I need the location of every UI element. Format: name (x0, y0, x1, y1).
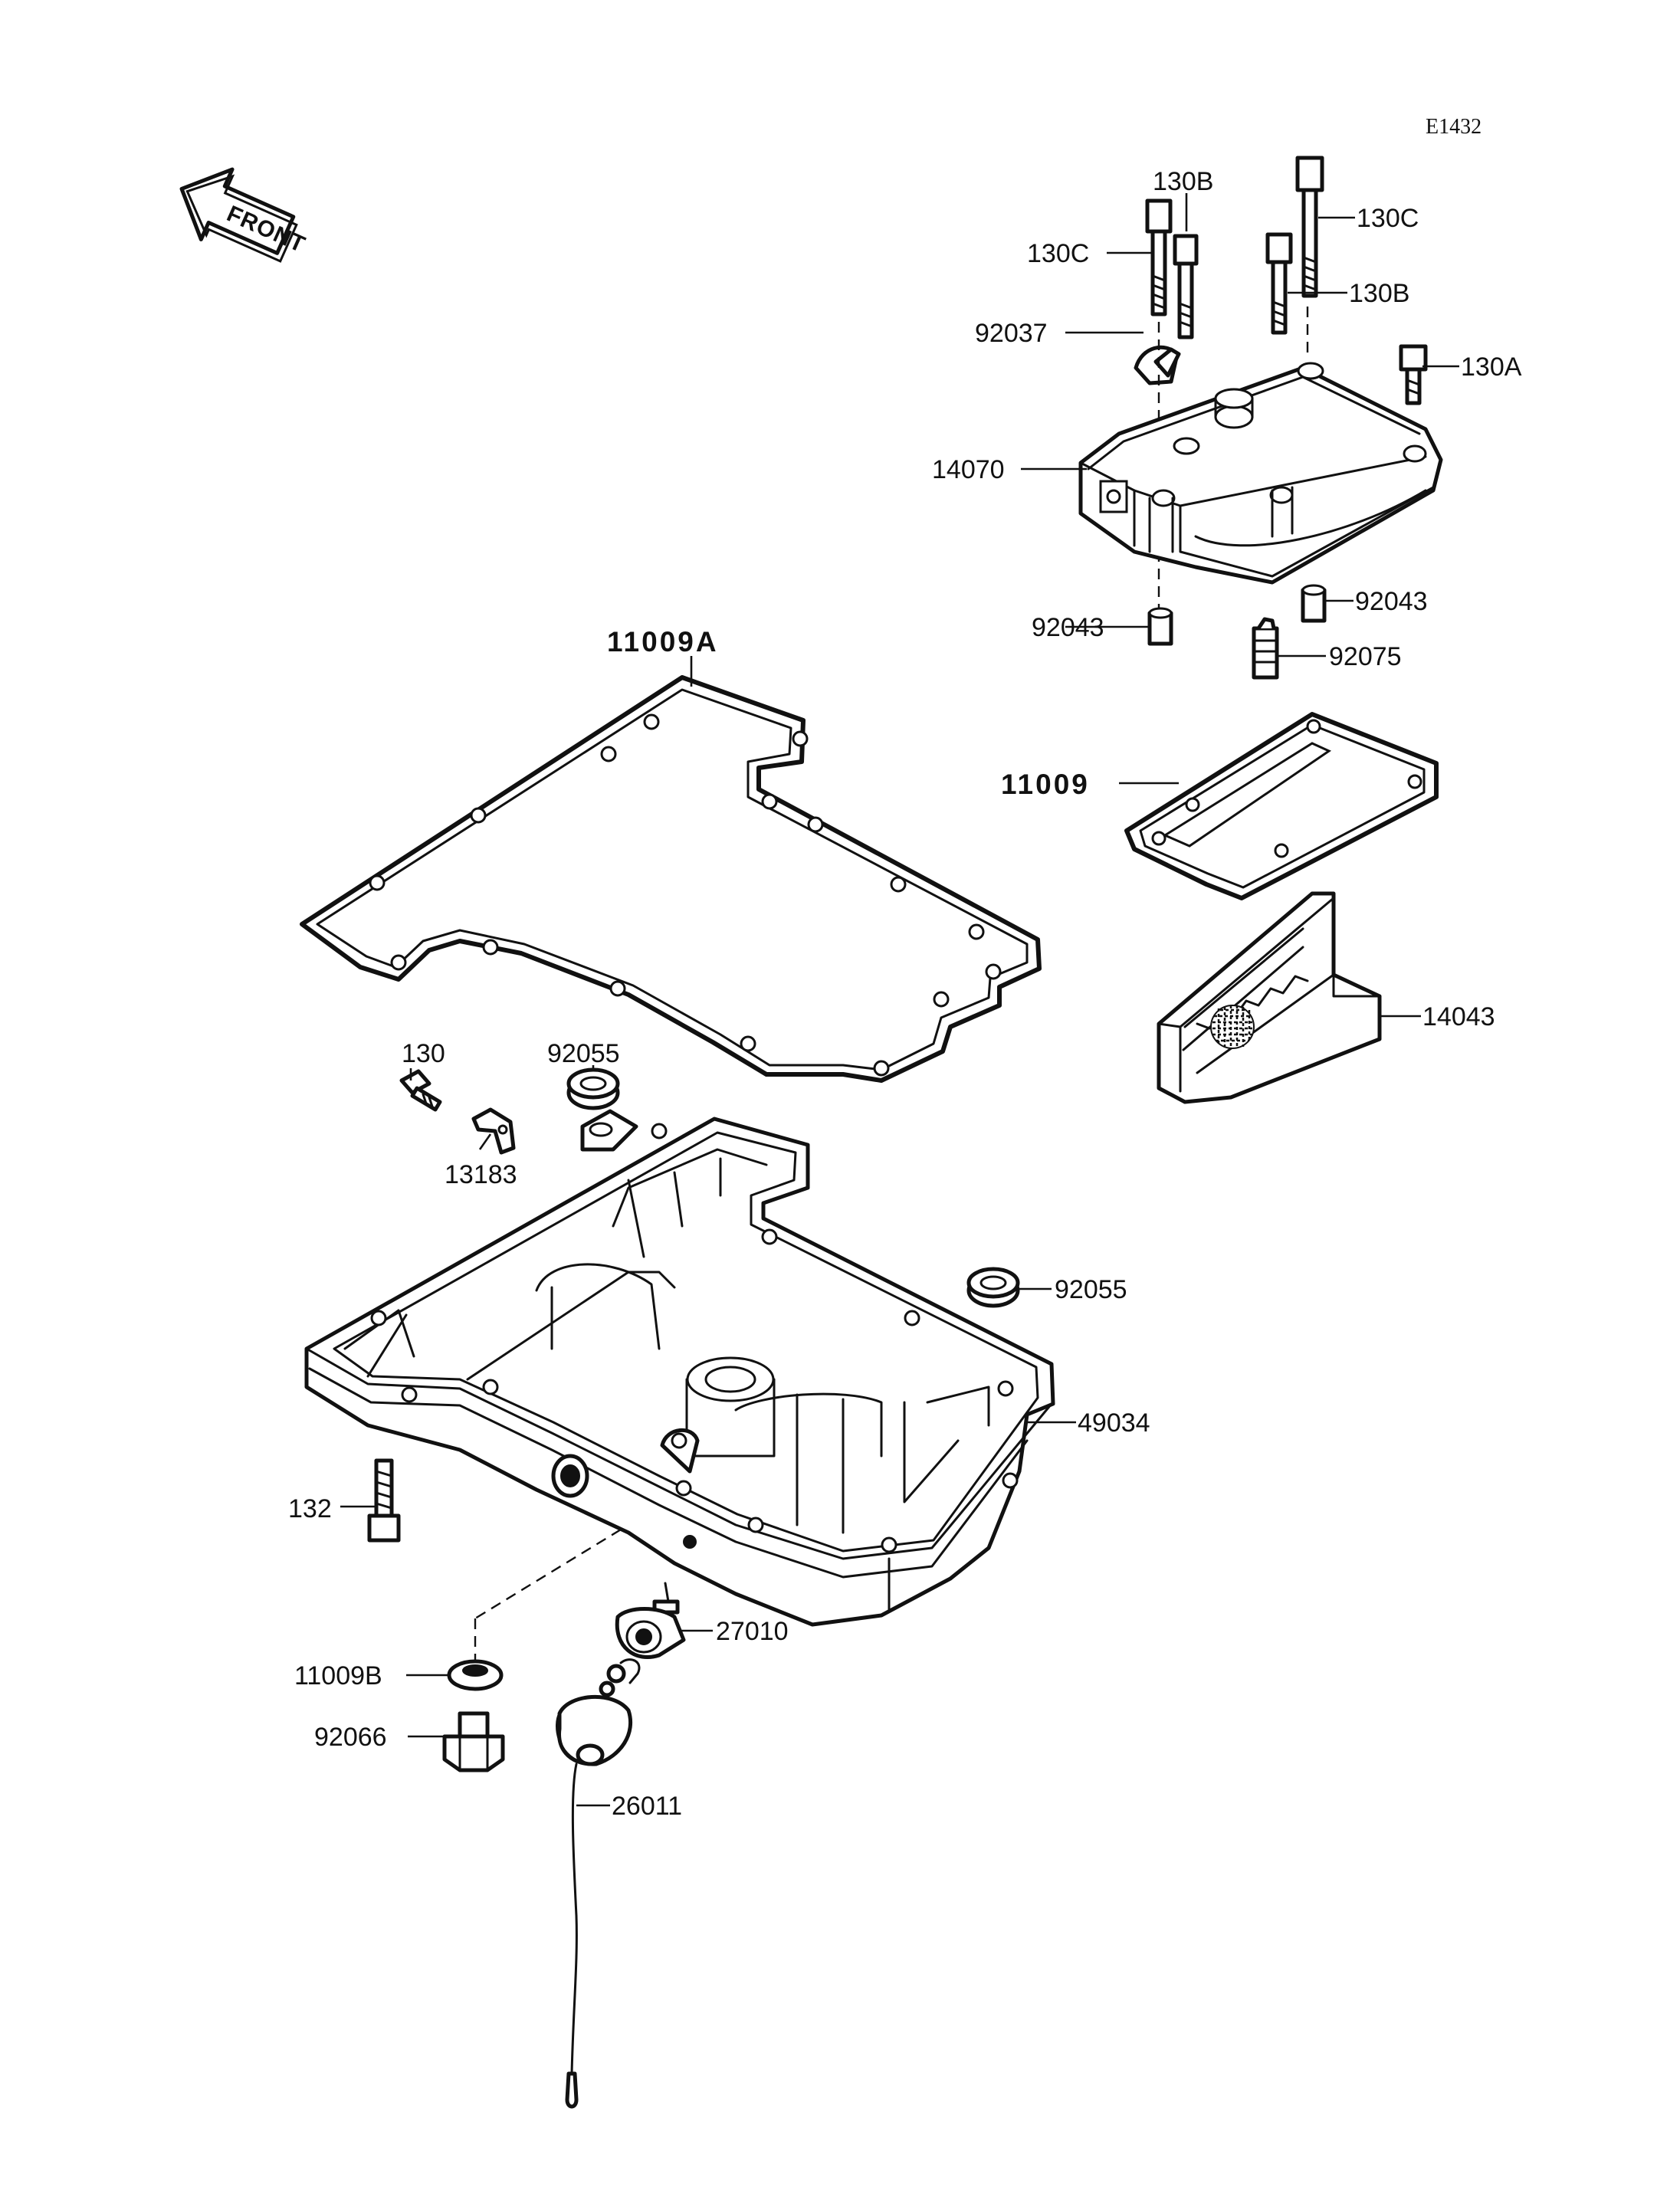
bolt-130a (1399, 344, 1428, 405)
oil-pan-49034 (304, 1109, 1055, 1627)
leader-lines (340, 193, 1459, 1807)
seal-92055-top (566, 1067, 620, 1110)
callout-11009: 11009 (1001, 769, 1090, 800)
gasket-11009a (300, 675, 1042, 1083)
front-arrow-icon: FRONT (179, 167, 309, 263)
cover-14070 (1078, 362, 1443, 585)
callout-14043: 14043 (1422, 1002, 1495, 1031)
callout-130: 130 (402, 1039, 445, 1068)
callout-14070: 14070 (932, 455, 1005, 484)
callout-92075: 92075 (1329, 642, 1402, 671)
callout-26011: 26011 (612, 1792, 682, 1821)
diagram-code: E1432 (1426, 115, 1481, 139)
callout-130c-left: 130C (1027, 239, 1089, 268)
callout-130c-right: 130C (1357, 204, 1419, 233)
dowel-92043-right (1301, 584, 1327, 623)
callout-132: 132 (288, 1494, 332, 1523)
drain-plug-92066 (442, 1711, 505, 1772)
dowel-92043-left (1147, 607, 1173, 646)
sender-26011 (556, 1658, 641, 2109)
callout-13183: 13183 (445, 1160, 517, 1189)
fitting-92075 (1252, 617, 1279, 680)
seal-92055-right (966, 1267, 1020, 1308)
bolt-130b-right (1265, 232, 1293, 335)
callout-92043-right: 92043 (1355, 587, 1428, 616)
bolt-130c-left (1145, 198, 1173, 316)
callout-130a: 130A (1461, 353, 1522, 382)
callout-92055-top: 92055 (547, 1039, 620, 1068)
bolt-130b-left (1173, 234, 1199, 339)
switch-27010 (615, 1582, 686, 1660)
callout-130b-top: 130B (1153, 167, 1213, 196)
callout-92037: 92037 (975, 319, 1048, 348)
bolt-132 (367, 1458, 401, 1543)
bolt-130c-right (1295, 156, 1324, 298)
callout-27010: 27010 (716, 1617, 789, 1646)
callout-11009a: 11009A (607, 626, 719, 657)
callout-49034: 49034 (1078, 1408, 1150, 1438)
washer-11009b (447, 1659, 504, 1691)
strainer-14043 (1157, 891, 1382, 1104)
bracket-13183 (471, 1107, 516, 1155)
clamp-92037 (1134, 345, 1181, 385)
callout-92066: 92066 (314, 1723, 387, 1752)
callout-92043-left: 92043 (1032, 613, 1104, 642)
gasket-11009 (1124, 712, 1439, 900)
callout-92055-right: 92055 (1055, 1275, 1127, 1304)
strainer-mesh-icon (1210, 1005, 1255, 1049)
callout-11009b: 11009B (294, 1661, 382, 1690)
assembly-line-drain (474, 1528, 622, 1620)
callout-130b-right: 130B (1349, 279, 1409, 308)
bolt-130 (399, 1069, 442, 1112)
